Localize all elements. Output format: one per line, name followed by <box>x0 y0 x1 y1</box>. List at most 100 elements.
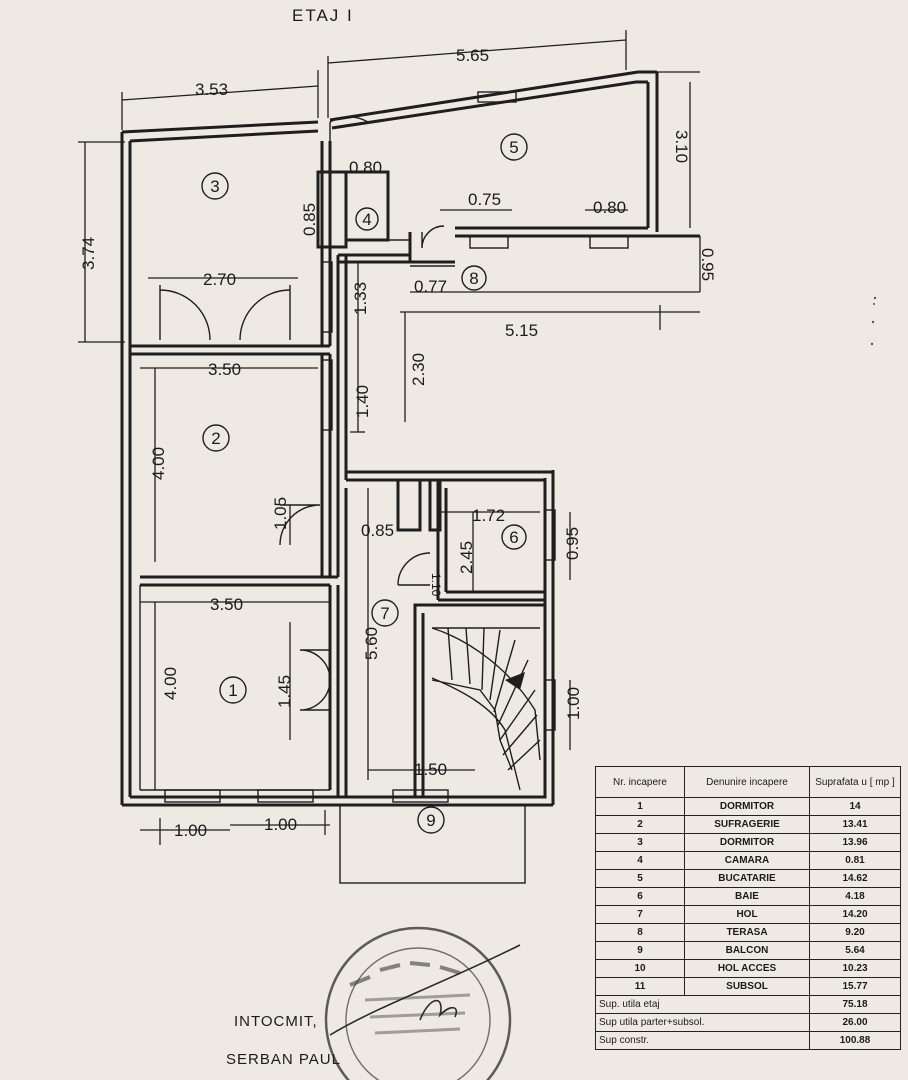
windows <box>164 91 629 803</box>
summary-label: Sup utila parter+subsol. <box>595 1013 810 1032</box>
dim-1-50: 1.50 <box>414 760 447 779</box>
dim-2-30: 2.30 <box>409 353 428 386</box>
dim-0-80a: 0.80 <box>349 158 382 177</box>
room-number-3: 3 <box>210 177 219 196</box>
table-cell-nr: 5 <box>595 869 685 888</box>
room-number-1: 1 <box>228 681 237 700</box>
summary-label: Sup constr. <box>595 1031 810 1050</box>
plan-title: ETAJ I <box>292 6 354 25</box>
table-cell-nr: 8 <box>595 923 685 942</box>
table-cell-name: BUCATARIE <box>684 869 810 888</box>
summary-row: Sup constr.100.88 <box>595 1031 901 1050</box>
table-cell-area: 10.23 <box>809 959 901 978</box>
dim-0-95b: 0.95 <box>563 527 582 560</box>
dim-1-72: 1.72 <box>472 506 505 525</box>
table-cell-area: 9.20 <box>809 923 901 942</box>
summary-row: Sup utila parter+subsol.26.00 <box>595 1013 901 1032</box>
dim-2-70: 2.70 <box>203 270 236 289</box>
dim-3-53: 3.53 <box>195 80 228 99</box>
dim-3-50a: 3.50 <box>208 360 241 379</box>
dim-1-40: 1.40 <box>353 385 372 418</box>
room-number-9: 9 <box>426 811 435 830</box>
table-cell-nr: 6 <box>595 887 685 906</box>
table-cell-area: 13.96 <box>809 833 901 852</box>
dim-3-74: 3.74 <box>79 237 98 270</box>
staircase <box>431 627 541 791</box>
table-cell-name: TERASA <box>684 923 810 942</box>
table-cell-name: HOL <box>684 905 810 924</box>
dim-0-80b: 0.80 <box>593 198 626 217</box>
table-cell-nr: 4 <box>595 851 685 870</box>
dim-1-00b: 1.00 <box>264 815 297 834</box>
room-area-table: Nr. incapere Denunire incapere Suprafata… <box>595 766 901 1050</box>
table-cell-name: SUFRAGERIE <box>684 815 810 834</box>
table-cell-area: 5.64 <box>809 941 901 960</box>
table-cell-nr: 10 <box>595 959 685 978</box>
dim-4-00b: 4.00 <box>161 667 180 700</box>
dim-5-65: 5.65 <box>456 46 489 65</box>
dim-5-15: 5.15 <box>505 321 538 340</box>
room-number-5: 5 <box>509 138 518 157</box>
dim-3-10: 3.10 <box>672 130 691 163</box>
room-number-7: 7 <box>380 604 389 623</box>
summary-value: 100.88 <box>809 1031 901 1050</box>
summary-value: 26.00 <box>809 1013 901 1032</box>
table-cell-name: DORMITOR <box>684 833 810 852</box>
table-cell-name: BALCON <box>684 941 810 960</box>
table-cell-nr: 2 <box>595 815 685 834</box>
dim-2-45: 2.45 <box>457 541 476 574</box>
table-cell-name: CAMARA <box>684 851 810 870</box>
table-cell-area: 0.81 <box>809 851 901 870</box>
stair-arrow-icon <box>505 672 525 690</box>
dim-1-00a: 1.00 <box>174 821 207 840</box>
dim-3-50b: 3.50 <box>210 595 243 614</box>
author-name: SERBAN PAUL <box>226 1051 341 1068</box>
room-markers: 3 5 4 8 2 6 7 1 9 <box>201 133 528 834</box>
dim-4-00a: 4.00 <box>149 447 168 480</box>
inner-walls <box>130 141 700 799</box>
room-number-6: 6 <box>509 528 518 547</box>
table-cell-nr: 9 <box>595 941 685 960</box>
table-cell-name: HOL ACCES <box>684 959 810 978</box>
table-header-nr: Nr. incapere <box>595 766 685 798</box>
speck-dots <box>870 296 877 346</box>
doors <box>159 116 445 711</box>
table-cell-area: 4.18 <box>809 887 901 906</box>
dim-5-60: 5.60 <box>362 627 381 660</box>
summary-label: Sup. utila etaj <box>595 995 810 1014</box>
room-number-4: 4 <box>362 210 371 229</box>
dim-1-05: 1.05 <box>271 497 290 530</box>
dimension-lines <box>78 30 701 845</box>
dim-0-85a: 0.85 <box>300 203 319 236</box>
table-cell-area: 14.20 <box>809 905 901 924</box>
room-number-8: 8 <box>469 269 478 288</box>
room-number-2: 2 <box>211 429 220 448</box>
dim-1-45: 1.45 <box>275 675 294 708</box>
dim-1-00c: 1.00 <box>564 687 583 720</box>
table-cell-name: DORMITOR <box>684 797 810 816</box>
table-cell-area: 14.62 <box>809 869 901 888</box>
certification-stamp-seal <box>324 926 521 1080</box>
table-header-name: Denunire incapere <box>684 766 810 798</box>
dim-0-75: 0.75 <box>468 190 501 209</box>
summary-value: 75.18 <box>809 995 901 1014</box>
table-cell-name: SUBSOL <box>684 977 810 996</box>
table-cell-nr: 3 <box>595 833 685 852</box>
dim-0-77: 0.77 <box>414 277 447 296</box>
dim-0-85b: 0.85 <box>361 521 394 540</box>
